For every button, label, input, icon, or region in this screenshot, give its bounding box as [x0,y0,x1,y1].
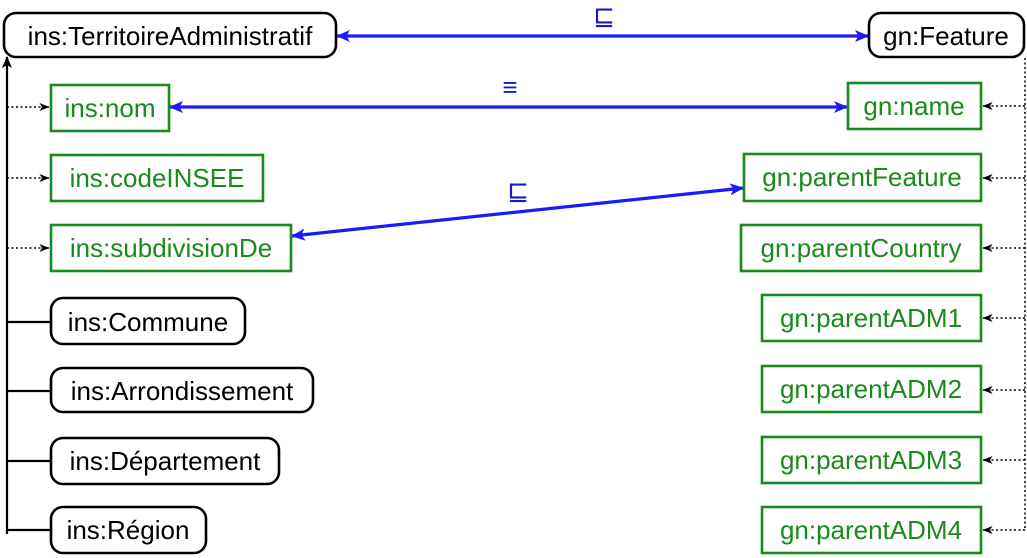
class-commune: ins:Commune [49,296,247,346]
property-parent-feature-label: gn:parentFeature [762,162,961,192]
class-arrondissement-label: ins:Arrondissement [71,376,294,406]
class-territoire-administratif: ins:TerritoireAdministratif [2,11,338,59]
class-feature-label: gn:Feature [883,21,1009,51]
property-nom-label: ins:nom [64,93,155,123]
property-parent-adm2: gn:parentADM2 [760,364,983,414]
class-departement-label: ins:Département [70,446,262,476]
class-feature: gn:Feature [867,11,1026,59]
property-parent-adm1-label: gn:parentADM1 [780,303,962,333]
class-commune-label: ins:Commune [68,307,228,337]
property-parent-country-label: gn:parentCountry [761,233,962,263]
name-mapping-symbol: ≡ [502,72,517,102]
class-arrondissement: ins:Arrondissement [49,366,315,414]
property-name-label: gn:name [863,91,964,121]
property-parent-adm3-label: gn:parentADM3 [780,445,962,475]
class-region-label: ins:Région [67,515,190,545]
property-name: gn:name [846,81,983,131]
property-parent-adm1: gn:parentADM1 [760,293,983,343]
class-territoire-label: ins:TerritoireAdministratif [28,21,313,51]
property-parent-adm3: gn:parentADM3 [760,435,983,485]
property-parent-adm4: gn:parentADM4 [760,505,983,555]
property-parent-adm2-label: gn:parentADM2 [780,374,962,404]
parent-mapping-arrow [291,183,744,241]
property-code-insee-label: ins:codeINSEE [70,163,245,193]
property-code-insee: ins:codeINSEE [49,153,265,203]
property-subdivision-de-label: ins:subdivisionDe [70,233,272,263]
property-parent-feature: gn:parentFeature [742,152,983,203]
class-departement: ins:Département [49,436,281,486]
property-nom: ins:nom [49,83,171,133]
property-subdivision-de: ins:subdivisionDe [49,223,293,273]
property-parent-country: gn:parentCountry [739,223,983,273]
parent-mapping-symbol: ⊑ [507,176,529,206]
class-mapping-symbol: ⊑ [593,1,615,31]
property-parent-adm4-label: gn:parentADM4 [780,515,962,545]
class-region: ins:Région [49,505,208,555]
